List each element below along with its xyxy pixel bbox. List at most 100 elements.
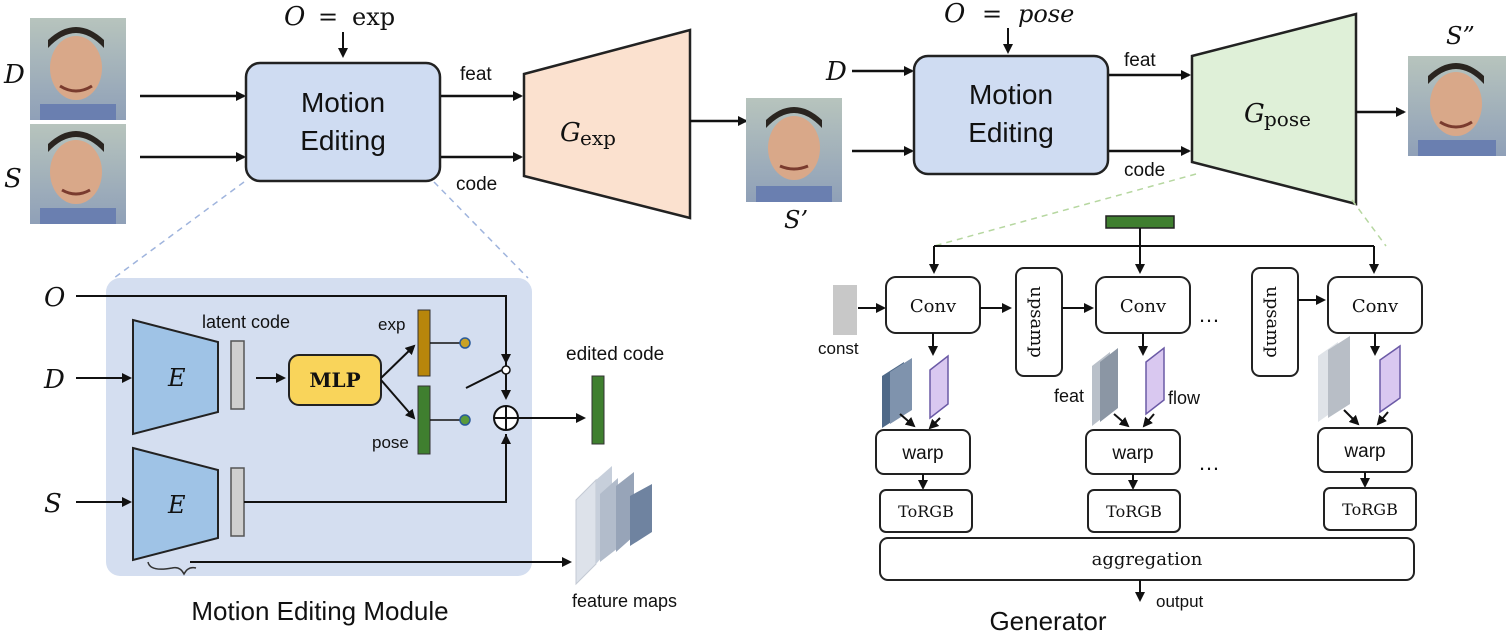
face-photo-source [30, 124, 126, 224]
encoder-d [132, 318, 219, 436]
pose-code-bar [417, 385, 431, 455]
gen-code-bar [1105, 215, 1175, 229]
generator-exp-sub: exp [580, 126, 616, 150]
generator-exp-label: G [560, 118, 581, 148]
source-label: S [4, 164, 22, 194]
op2-eq: = [982, 0, 1002, 28]
flow-map-1 [929, 354, 949, 420]
flow-map-2 [1145, 346, 1165, 416]
ellipsis-top: … [1198, 302, 1220, 327]
latent-bar-s [230, 467, 245, 537]
op2-label: O [944, 0, 965, 29]
encoder-s [132, 446, 219, 562]
face-photo-s-prime [746, 98, 842, 202]
flow1-to-warp [928, 417, 941, 430]
latent-code-label: latent code [202, 312, 290, 332]
feat1-to-warp [899, 413, 916, 428]
op-value: exp [352, 3, 395, 31]
code2-label: code [1124, 160, 1165, 181]
driving2-label: D [825, 57, 847, 87]
torgb-label-3: ToRGB [1342, 500, 1398, 519]
warp-label-1: warp [901, 443, 943, 464]
torgb-label-1: ToRGB [898, 502, 954, 521]
output-label: output [1156, 592, 1204, 611]
feature-maps-stack [575, 466, 652, 586]
zoom-line-right [433, 181, 529, 279]
feat2-to-warp [1113, 413, 1130, 428]
aggregation-label: aggregation [1092, 549, 1203, 570]
module-s-label: S [44, 489, 62, 519]
motion-editing2-line1: Motion [969, 79, 1053, 110]
edited-code-bar [591, 375, 605, 445]
switch-lever [465, 369, 503, 389]
gen-zoom-line-right [1351, 199, 1387, 247]
upsamp-block-2 [1251, 267, 1299, 377]
face-photo-driving [30, 18, 126, 120]
mlp-label: MLP [309, 368, 360, 392]
exp-code-bar [417, 309, 431, 377]
op-eq: = [318, 3, 338, 31]
driving-label: D [3, 60, 25, 90]
upsamp-block-1 [1015, 267, 1063, 377]
motion-editing2-line2: Editing [968, 117, 1054, 148]
code-label: code [456, 174, 497, 195]
torgb-block-2 [1087, 489, 1181, 533]
warp-label-3: warp [1343, 441, 1385, 462]
upsamp-label-2: upsamp [1262, 286, 1283, 358]
generator-title: Generator [989, 606, 1106, 635]
encoder-d-label: E [167, 364, 186, 392]
generator-pose-label: G [1244, 99, 1265, 129]
module-d-label: D [43, 365, 65, 395]
torgb-block-1 [879, 489, 973, 533]
edited-code-label: edited code [566, 344, 664, 365]
torgb-label-2: ToRGB [1106, 502, 1162, 521]
feat-label: feat [460, 64, 492, 85]
feat-map-2 [1092, 348, 1118, 426]
feat-map-1 [882, 358, 912, 428]
exp-switch-terminal [459, 337, 471, 349]
module-o-label: O [44, 283, 65, 313]
feat2-label: feat [1124, 50, 1156, 71]
conv-label-1: Conv [910, 296, 957, 317]
warp-label-2: warp [1111, 443, 1153, 464]
switch-pivot [501, 365, 511, 375]
face-photo-s-double-prime [1408, 56, 1506, 156]
encoder-brace [147, 561, 197, 576]
generator-pose-trapezoid [1190, 12, 1358, 206]
zoom-line-left [113, 181, 245, 279]
mlp-to-exp-arrow [380, 344, 416, 379]
feat-label-gen: feat [1054, 386, 1084, 406]
generator-pose-sub: pose [1264, 107, 1311, 131]
feat-map-3 [1318, 336, 1350, 422]
const-label: const [818, 339, 859, 358]
generator-exp-trapezoid [522, 28, 692, 220]
torgb-block-3 [1323, 487, 1417, 531]
op2-value: pose [1018, 0, 1074, 28]
flow2-to-warp [1142, 413, 1155, 428]
motion-editing-box-2 [912, 54, 1110, 176]
motion-editing-line1: Motion [301, 87, 385, 118]
module-title: Motion Editing Module [191, 596, 448, 626]
latent-bar-d [230, 340, 245, 410]
s-double-prime-label: S” [1446, 22, 1475, 50]
pose-label: pose [372, 433, 409, 452]
conv-label-2: Conv [1120, 296, 1167, 317]
exp-label: exp [378, 315, 405, 334]
feature-maps-label: feature maps [572, 591, 677, 611]
flow3-to-warp [1376, 411, 1389, 426]
ellipsis-middle: … [1198, 450, 1220, 475]
upsamp-label-1: upsamp [1026, 286, 1047, 358]
const-block [833, 285, 857, 335]
motion-editing-box [244, 61, 442, 183]
gen-zoom-line-left [933, 173, 1197, 247]
feat3-to-warp [1343, 409, 1360, 426]
flow-map-3 [1379, 344, 1401, 414]
aggregation-block [879, 537, 1415, 581]
s-prime-label: S’ [784, 206, 808, 234]
op-label: O [284, 2, 305, 32]
pose-switch-terminal [459, 414, 471, 426]
encoder-s-label: E [167, 491, 186, 519]
motion-editing-line2: Editing [300, 125, 386, 156]
mlp-to-pose-arrow [380, 379, 416, 420]
